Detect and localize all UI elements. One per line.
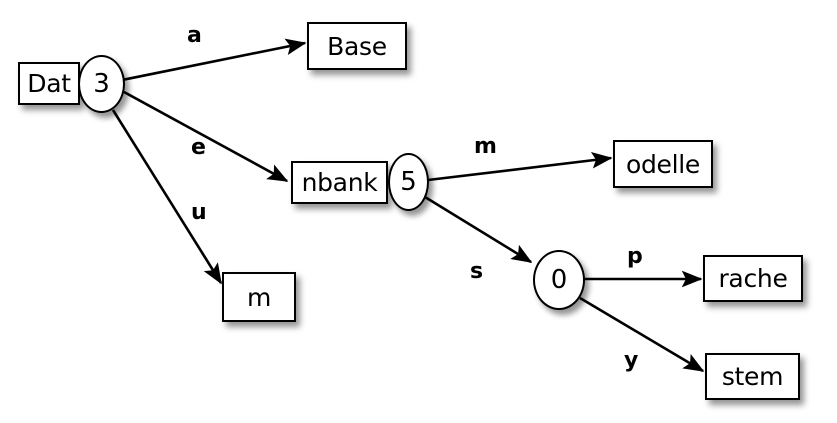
edge-label-a: a — [187, 23, 202, 48]
node-label: 0 — [550, 265, 568, 295]
node-label: 3 — [93, 69, 110, 99]
node-m-leaf[interactable]: m — [222, 272, 296, 322]
node-dat[interactable]: Dat — [18, 62, 80, 105]
edge-label-m: m — [474, 134, 497, 159]
node-label: Dat — [27, 69, 71, 98]
node-label: nbank — [301, 168, 378, 197]
edge-s — [424, 195, 533, 264]
node-stem[interactable]: stem — [705, 353, 800, 400]
edge-label-y: y — [624, 348, 639, 373]
edge-label-e: e — [191, 135, 206, 160]
edge-label-s: s — [470, 259, 484, 284]
node-rache[interactable]: rache — [703, 255, 803, 302]
node-label: m — [246, 282, 272, 312]
edge-a — [121, 38, 307, 82]
node-label: odelle — [625, 149, 701, 179]
edge-m — [427, 152, 613, 182]
edge-u — [111, 109, 223, 285]
node-base[interactable]: Base — [307, 22, 407, 70]
edge-label-p: p — [627, 244, 643, 269]
node-label: Base — [327, 31, 387, 61]
node-label: stem — [721, 362, 784, 391]
edge-y — [579, 296, 705, 373]
edge-e — [123, 90, 289, 183]
node-label: 5 — [400, 167, 417, 197]
node-odelle[interactable]: odelle — [613, 140, 713, 188]
node-0[interactable]: 0 — [533, 250, 585, 310]
node-5[interactable]: 5 — [388, 153, 429, 211]
edge-label-u: u — [191, 200, 207, 225]
node-3[interactable]: 3 — [78, 55, 125, 113]
node-label: rache — [718, 264, 788, 293]
node-nbank[interactable]: nbank — [291, 161, 388, 204]
